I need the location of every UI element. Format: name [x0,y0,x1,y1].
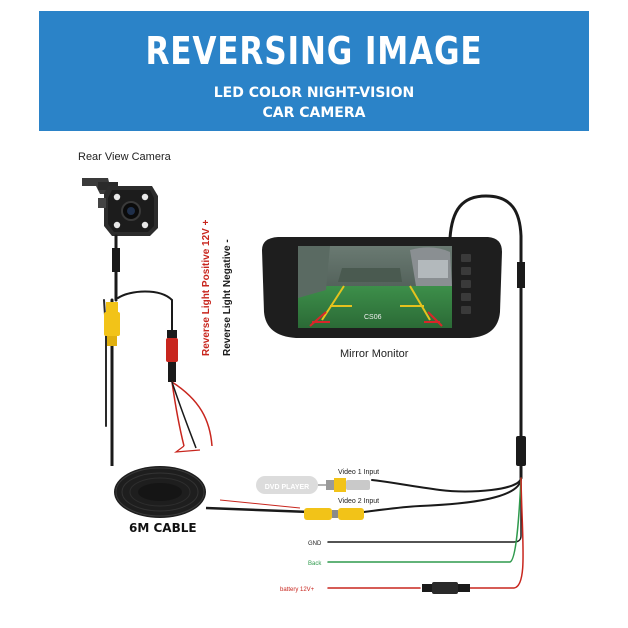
rear-camera-label: Rear View Camera [78,151,172,163]
video2-label: Video 2 Input [338,498,379,505]
mirror-monitor-label: Mirror Monitor [340,348,409,360]
gnd-label: GND [308,541,322,547]
monitor-branch-wires [327,477,524,589]
banner-subtitle-line1: LED COLOR NIGHT-VISION [213,85,415,101]
reverse-light-negative-label: Reverse Light Negative - [222,239,233,356]
monitor-cable [448,194,526,480]
video1-rca-connector [326,478,370,492]
banner-subtitle-line2: CAR CAMERA [262,105,366,121]
dvd-player-badge [256,476,318,494]
header-banner: REVERSING IMAGE LED COLOR NIGHT-VISION C… [39,11,589,131]
inline-fuse [422,582,470,594]
coil-to-video2-cable [205,506,311,514]
coil-red-wire [219,499,301,509]
mirror-monitor [262,237,502,338]
banner-title: REVERSING IMAGE [145,29,483,73]
video1-label: Video 1 Input [338,469,379,476]
cable-coil [114,466,206,518]
reverse-light-positive-label: Reverse Light Positive 12V + [201,219,212,356]
rear-view-camera [82,178,158,236]
cable-label: 6M CABLE [129,521,197,535]
battery-label: battery 12V+ [280,587,315,593]
dvd-player-label: DVD PLAYER [265,484,309,491]
video2-rca-connector [304,508,364,520]
reverse-power-connector [166,330,213,453]
monitor-screen-text: CS06 [364,314,382,321]
camera-rca-connector [104,302,120,366]
back-label: Back [308,561,322,567]
